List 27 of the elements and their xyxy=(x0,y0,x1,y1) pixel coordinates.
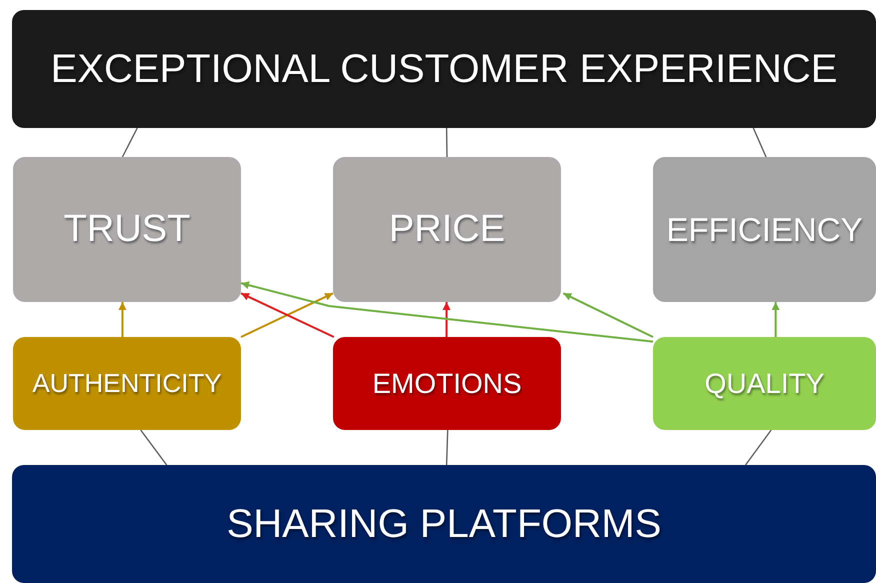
connector-line xyxy=(446,128,448,157)
arrow xyxy=(562,292,654,338)
driver-box xyxy=(333,337,561,430)
arrow xyxy=(118,302,126,337)
arrow xyxy=(772,302,780,337)
arrow xyxy=(442,302,451,337)
connector-line xyxy=(745,430,772,466)
driver-box xyxy=(13,337,241,430)
driver-box xyxy=(653,337,876,430)
box-label: EMOTIONS xyxy=(372,368,522,400)
box-label: AUTHENTICITY xyxy=(32,368,222,399)
foundation-banner xyxy=(12,465,876,583)
factor-box xyxy=(653,157,876,302)
connector-line xyxy=(446,430,448,466)
box-label: PRICE xyxy=(388,208,506,251)
arrow xyxy=(240,281,654,343)
connector-line xyxy=(140,430,168,466)
factor-box xyxy=(13,157,241,302)
connector-line xyxy=(752,128,767,158)
box-label: TRUST xyxy=(64,208,190,251)
connector-line xyxy=(122,128,138,158)
box-label: EXCEPTIONAL CUSTOMER EXPERIENCE xyxy=(50,46,838,92)
box-label: EFFICIENCY xyxy=(666,210,863,248)
box-label: SHARING PLATFORMS xyxy=(226,502,662,546)
box-label: QUALITY xyxy=(704,368,824,400)
heading-banner xyxy=(12,10,876,128)
factor-box xyxy=(333,157,561,302)
